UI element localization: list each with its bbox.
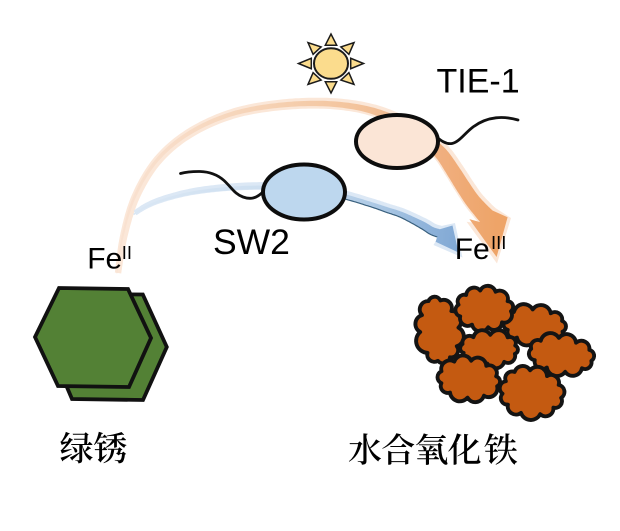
svg-text:Fe: Fe: [87, 243, 122, 276]
svg-text:II: II: [122, 242, 132, 263]
svg-text:SW2: SW2: [213, 222, 290, 262]
svg-text:TIE-1: TIE-1: [437, 63, 520, 101]
svg-text:III: III: [491, 232, 506, 253]
svg-text:Fe: Fe: [455, 233, 490, 266]
